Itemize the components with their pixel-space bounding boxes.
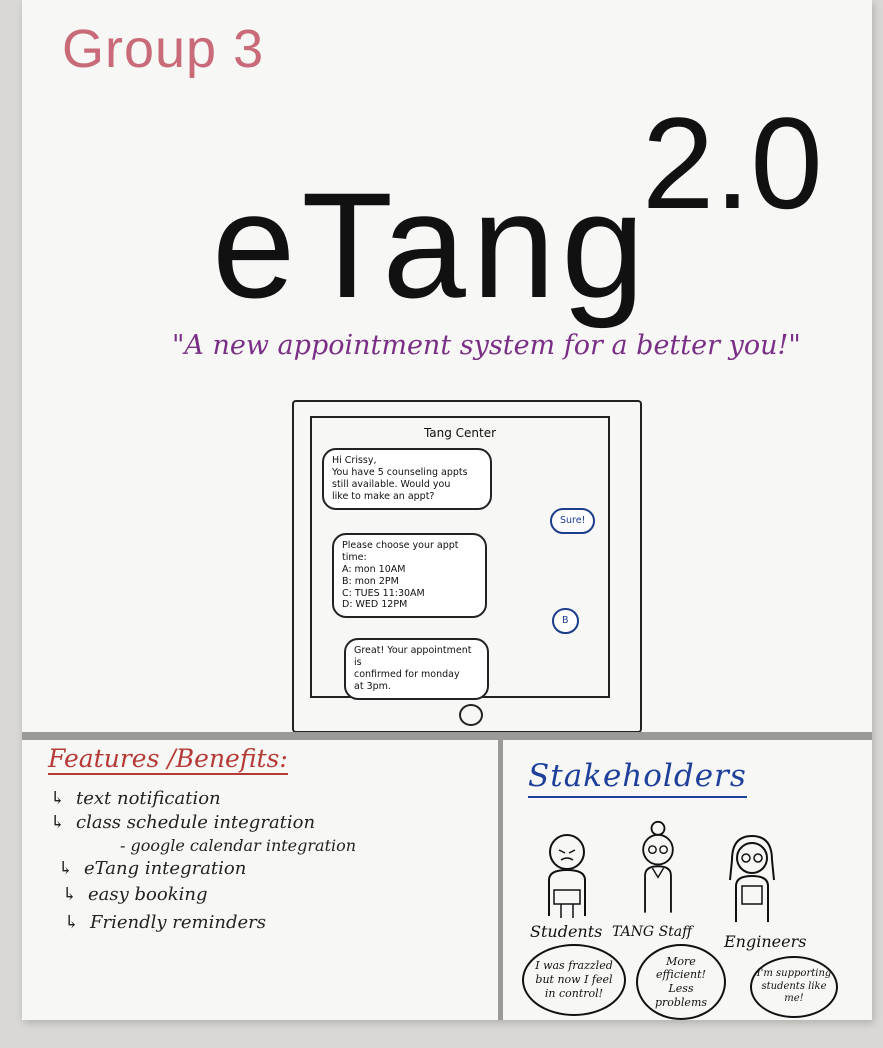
engineer-quote-bubble: I'm supporting students like me! [750, 956, 838, 1018]
engineer-figure-icon [729, 834, 775, 922]
features-title: Features /Benefits: [48, 744, 288, 775]
poster: Group 3 eTang 2.0 "A new appointment sys… [22, 0, 872, 1020]
arrow-icon: ↳ [64, 912, 80, 933]
tablet-sketch: Tang Center Hi Crissy, You have 5 counse… [292, 400, 642, 733]
home-button-icon [459, 704, 483, 726]
student-quote-bubble: I was frazzled but now I feel in control… [522, 944, 626, 1016]
staff-figure-icon [642, 820, 674, 913]
stakeholder-label-engineers: Engineers [724, 932, 807, 951]
message-bubble-1: Hi Crissy, You have 5 counseling appts s… [322, 448, 492, 510]
horizontal-divider [22, 732, 872, 740]
reply-bubble-2: B [552, 608, 579, 634]
feature-subitem: - google calendar integration [120, 836, 357, 855]
student-figure-icon [548, 834, 586, 918]
screen-title: Tang Center [423, 426, 497, 440]
feature-item: ↳class schedule integration [50, 812, 316, 833]
tagline: "A new appointment system for a better y… [172, 330, 801, 361]
vertical-divider [498, 740, 503, 1020]
group-label: Group 3 [62, 19, 265, 79]
message-bubble-2: Please choose your appt time: A: mon 10A… [332, 533, 487, 619]
title-version: 2.0 [642, 90, 823, 236]
tablet-screen: Tang Center Hi Crissy, You have 5 counse… [310, 416, 610, 700]
feature-item: ↳text notification [50, 788, 221, 809]
title-main: eTang [212, 161, 651, 329]
arrow-icon: ↳ [50, 812, 66, 833]
reply-bubble-1: Sure! [550, 508, 596, 534]
stakeholder-label-students: Students [530, 922, 603, 941]
stakeholder-label-staff: TANG Staff [612, 924, 693, 940]
arrow-icon: ↳ [58, 858, 74, 879]
arrow-icon: ↳ [50, 788, 66, 809]
feature-item: ↳eTang integration [58, 858, 247, 879]
arrow-icon: ↳ [62, 884, 78, 905]
message-bubble-3: Great! Your appointment is confirmed for… [344, 638, 489, 700]
feature-item: ↳Friendly reminders [64, 912, 266, 933]
stakeholders-title: Stakeholders [528, 758, 747, 798]
staff-quote-bubble: More efficient! Less problems [636, 944, 726, 1020]
feature-item: ↳easy booking [62, 884, 208, 905]
